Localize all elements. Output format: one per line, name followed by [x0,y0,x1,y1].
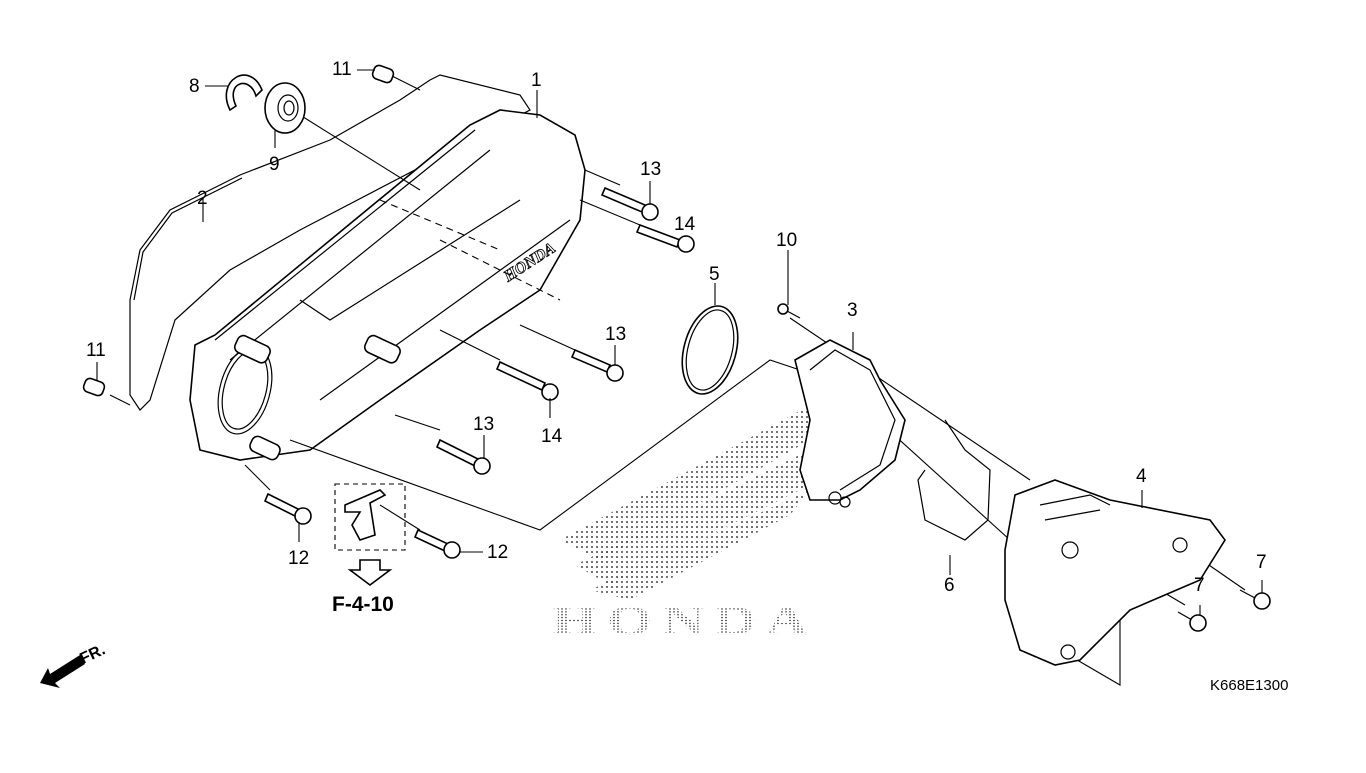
screw-10 [777,303,801,319]
callout-4[interactable]: 4 [1136,466,1147,487]
callout-7b[interactable]: 7 [1194,575,1205,596]
callout-13b[interactable]: 13 [605,324,627,345]
front-arrow-icon [40,655,85,688]
snap-ring [225,74,263,112]
crankcase-cover [189,109,586,461]
callout-14a[interactable]: 14 [674,214,696,235]
screw-7b [1177,611,1207,632]
bolt-12b [413,528,461,559]
callout-13c[interactable]: 13 [473,414,495,435]
callout-3[interactable]: 3 [847,300,858,321]
callout-11a[interactable]: 11 [332,59,352,80]
honda-wing-watermark [560,400,845,600]
callout-12a[interactable]: 12 [288,548,310,569]
callout-7a[interactable]: 7 [1256,552,1267,573]
callout-12b[interactable]: 12 [487,542,509,563]
reference-link[interactable]: F-4-10 [332,593,394,616]
reference-arrow[interactable] [347,559,393,586]
inner-cover [794,339,906,508]
callout-6[interactable]: 6 [944,575,955,596]
screw-7a [1239,589,1271,610]
gasket [129,74,531,411]
callout-10[interactable]: 10 [776,230,798,251]
bearing [264,82,306,134]
bolt-12a [263,492,312,525]
seal [917,419,991,541]
callout-2[interactable]: 2 [197,188,208,209]
o-ring [681,305,739,395]
callout-5[interactable]: 5 [709,264,720,285]
reference-box [334,483,406,551]
outer-cover [1004,479,1226,666]
callout-9[interactable]: 9 [269,154,280,175]
diagram-code: K668E1300 [1210,677,1289,694]
callout-14b[interactable]: 14 [541,426,563,447]
honda-logo-watermark: HONDA [552,596,818,644]
callout-1[interactable]: 1 [531,70,542,91]
dowel-pin-11b [82,377,106,397]
callout-11b[interactable]: 11 [86,340,106,361]
bolt-14a [635,223,695,253]
callout-13a[interactable]: 13 [640,159,662,180]
bolt-13b [570,348,624,382]
bolt-13c [435,438,491,475]
dowel-pin-11a [371,64,395,84]
callout-8[interactable]: 8 [189,76,200,97]
bolt-14b [495,360,559,401]
